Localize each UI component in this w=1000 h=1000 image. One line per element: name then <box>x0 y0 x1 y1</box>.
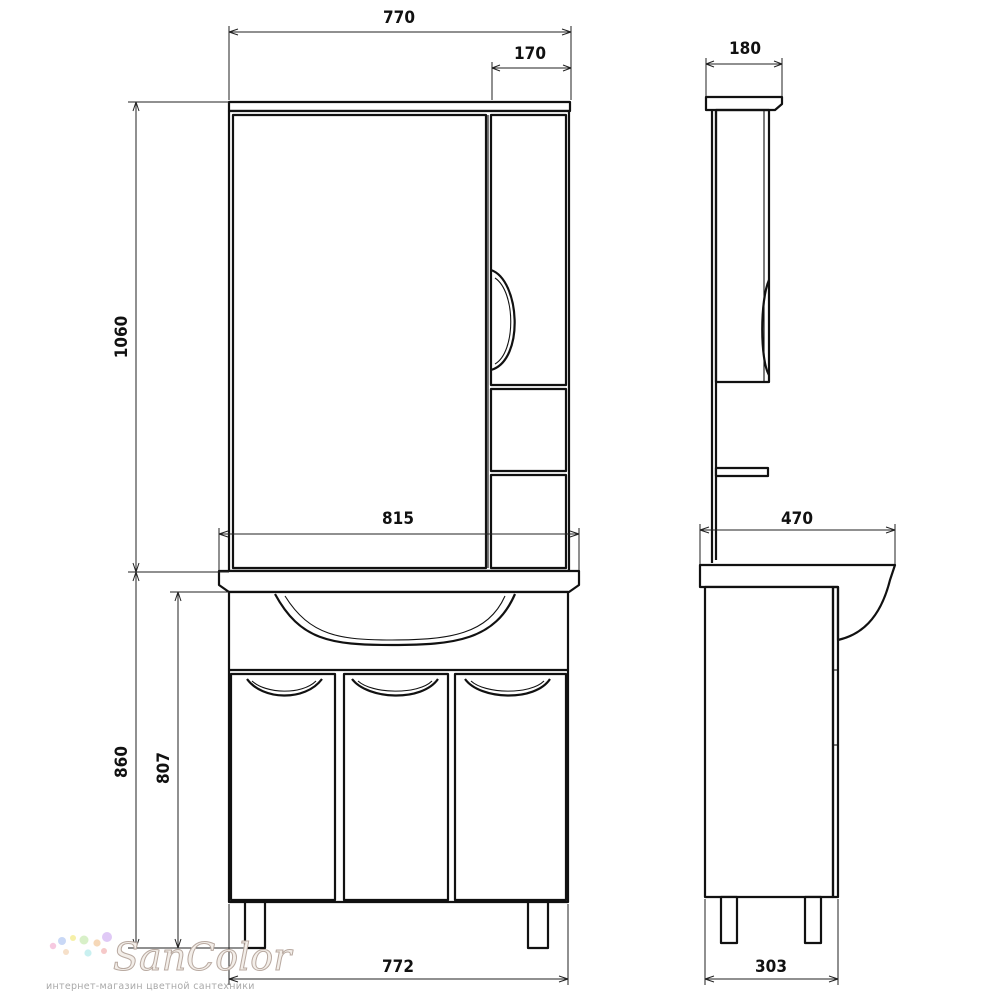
logo-brand: SanColor <box>113 935 294 979</box>
washbasin-counter <box>217 569 581 594</box>
side-leg-back <box>719 895 739 945</box>
dim-washbasin-depth: 470 <box>781 509 813 529</box>
side-leg-front <box>803 895 823 945</box>
logo-dots-icon <box>49 932 112 957</box>
dim-mirror-height: 1060 <box>112 316 132 359</box>
dim-mirror-depth: 180 <box>729 39 761 59</box>
side-cabinet-box <box>714 108 771 384</box>
dim-vanity-body-height: 807 <box>154 752 174 784</box>
leg-right <box>526 900 550 950</box>
dim-side-cabinet-width: 170 <box>514 44 546 64</box>
open-shelf-lower <box>489 473 568 570</box>
dim-vanity-width: 772 <box>382 957 414 977</box>
mirror-cabinet-front <box>227 100 572 573</box>
dim-washbasin-width: 815 <box>382 509 414 529</box>
basin-bowl <box>274 593 517 647</box>
door-handle-left <box>246 678 323 697</box>
side-view <box>698 95 897 945</box>
door-handle-middle <box>351 678 439 697</box>
sancolor-logo: SanColor интернет-магазин цветной сантех… <box>46 932 295 992</box>
leg-left <box>243 900 267 950</box>
side-door-handle-cutout <box>490 268 516 372</box>
door-handle-right <box>464 678 551 697</box>
mirror-door <box>231 113 488 570</box>
vanity-door-right <box>453 672 568 902</box>
vanity-door-left <box>229 672 337 902</box>
side-top-shelf <box>704 95 784 112</box>
dimension-lines <box>128 26 896 985</box>
logo-tagline: интернет-магазин цветной сантехники <box>46 981 255 992</box>
vanity-front <box>217 569 581 950</box>
side-shelf <box>714 466 770 478</box>
dim-vanity-depth: 303 <box>755 957 787 977</box>
vanity-door-middle <box>342 672 450 902</box>
dim-overall-width: 770 <box>383 8 415 28</box>
vanity-body <box>227 590 570 904</box>
mirror-cabinet-body <box>227 109 571 573</box>
mirror-cabinet-top-shelf <box>227 100 572 113</box>
side-vanity-body <box>703 585 835 899</box>
dimension-labels: 770 170 180 1060 815 470 860 807 772 303 <box>112 8 813 977</box>
dim-vanity-height: 860 <box>112 746 132 778</box>
